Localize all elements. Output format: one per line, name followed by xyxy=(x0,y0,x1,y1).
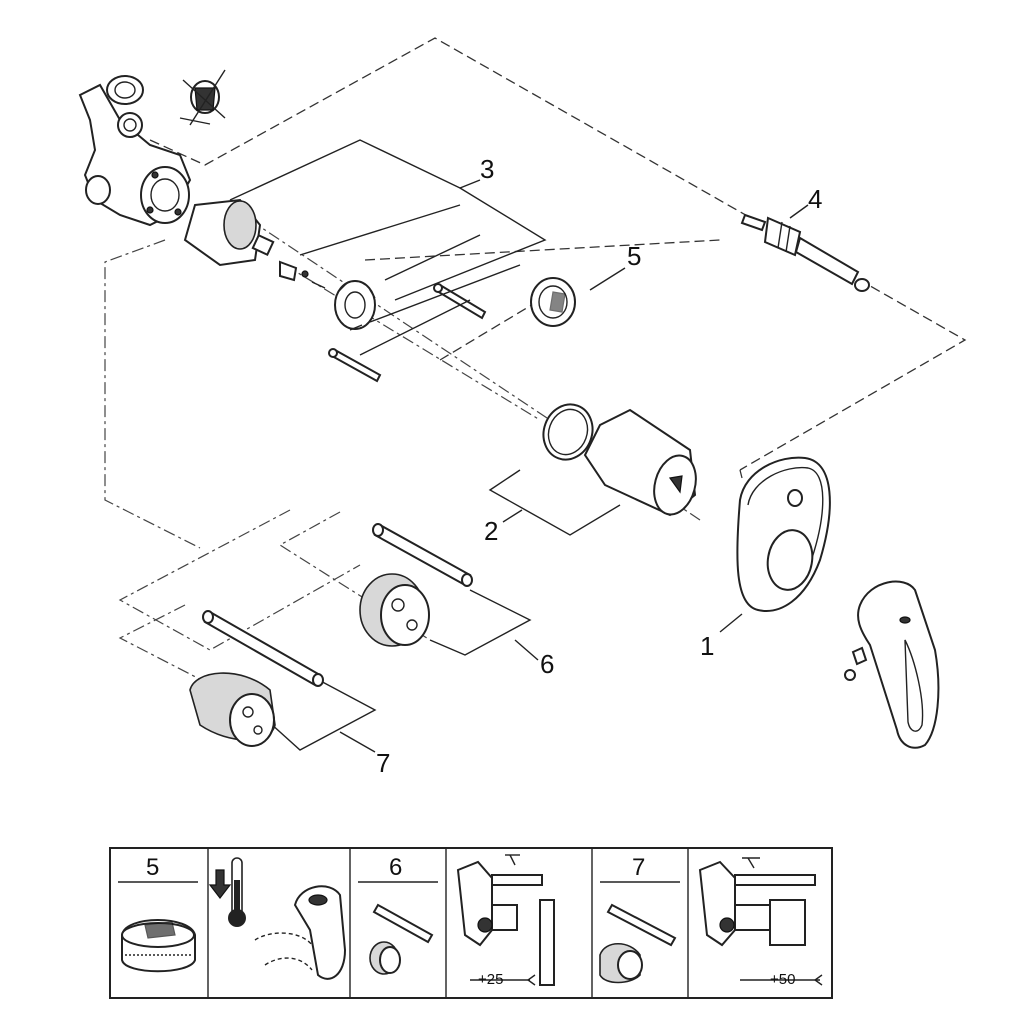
diverter-knob-part xyxy=(530,277,576,327)
lever-handle-part xyxy=(844,580,940,749)
legend-panel-4-dimension: +25 xyxy=(478,971,503,988)
legend-panel-depth-50: +50 xyxy=(698,857,823,988)
assembly-dash-lines xyxy=(104,37,967,549)
callout-2: 2 xyxy=(484,516,498,546)
callout-1-leader xyxy=(719,613,743,633)
legend-panel-headpart-7: 7 xyxy=(599,854,680,984)
cartridge-part xyxy=(183,198,326,289)
callout-5: 5 xyxy=(627,241,641,271)
legend-panel-1-label: 5 xyxy=(146,854,159,881)
o-ring-part xyxy=(542,403,594,461)
callout-4: 4 xyxy=(808,184,822,214)
legend-panel-5-label: 7 xyxy=(632,854,645,881)
locking-ring-part xyxy=(334,280,376,331)
legend-panel-3-label: 6 xyxy=(389,854,402,881)
legend-panel-headpart-6: 6 xyxy=(358,854,438,975)
headpart-set-7 xyxy=(118,604,377,751)
callout-3-leaders xyxy=(229,139,547,356)
screws-part xyxy=(328,283,487,383)
callout-4-leader xyxy=(789,204,809,219)
legend-panel-6-dimension: +50 xyxy=(770,971,795,988)
callout-1: 1 xyxy=(700,631,714,661)
extension-sleeve-part xyxy=(583,408,697,517)
callout-2-leader xyxy=(488,469,621,536)
callout-3: 3 xyxy=(480,154,494,184)
legend-panel-diverter-knob: 5 xyxy=(118,854,198,973)
diverter-spindle-part xyxy=(740,213,870,292)
escutcheon-plate-part xyxy=(736,456,831,612)
arrow-down-icon xyxy=(208,869,232,899)
callout-7: 7 xyxy=(376,748,390,778)
valve-body xyxy=(78,75,192,227)
crossed-out-stop-icon xyxy=(179,69,226,126)
callout-7-leader xyxy=(339,731,376,753)
legend-panel-temperature-handle xyxy=(208,857,347,980)
headpart-set-6 xyxy=(118,509,532,656)
legend-panel-depth-25: +25 xyxy=(456,854,555,988)
callout-6-leader xyxy=(514,639,539,661)
callout-6: 6 xyxy=(540,649,554,679)
callout-5-leader xyxy=(589,267,626,291)
thermometer-icon xyxy=(228,857,246,927)
